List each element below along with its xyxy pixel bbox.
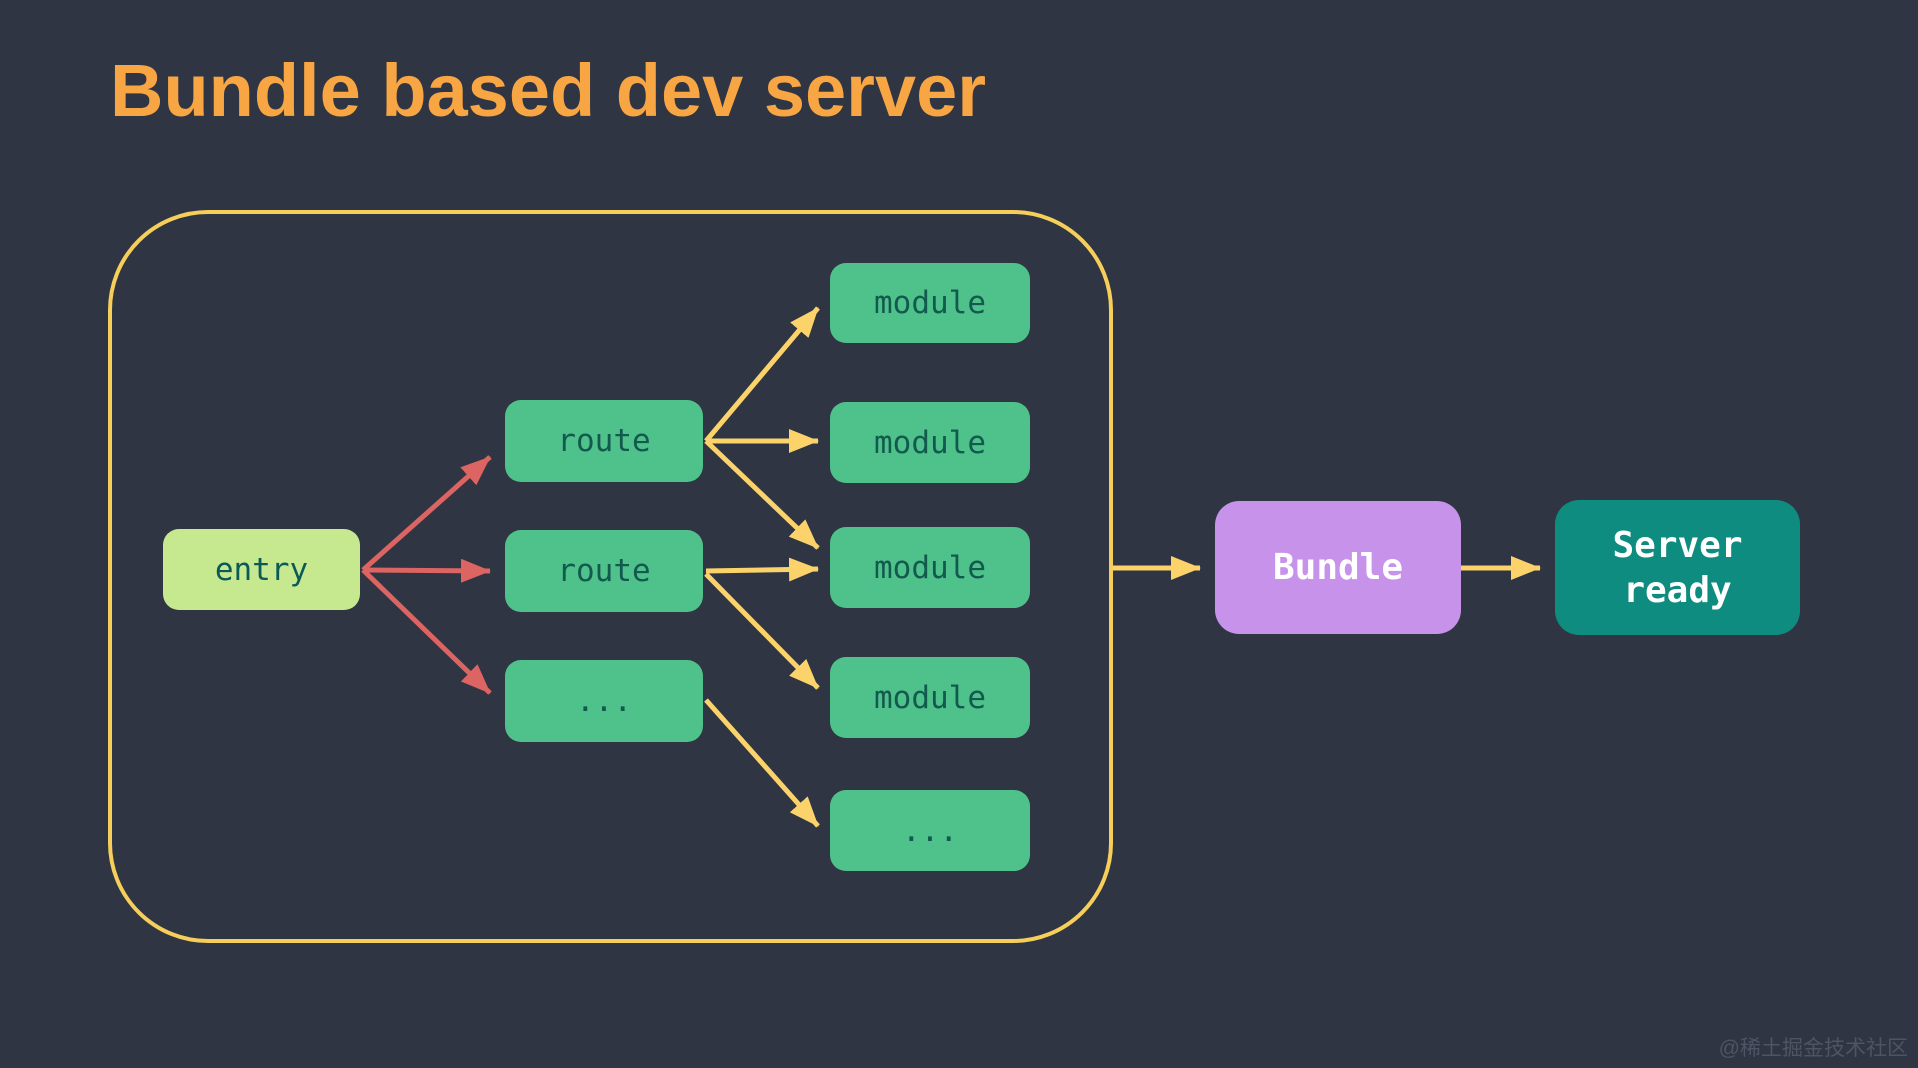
node-module-3: module bbox=[830, 527, 1030, 608]
node-bundle: Bundle bbox=[1215, 501, 1461, 634]
node-module-ellipsis: ... bbox=[830, 790, 1030, 871]
dev-server-boundary-box bbox=[108, 210, 1113, 943]
watermark: @稀土掘金技术社区 bbox=[1718, 1037, 1908, 1060]
node-route-ellipsis: ... bbox=[505, 660, 703, 742]
node-route-2: route bbox=[505, 530, 703, 612]
page-title: Bundle based dev server bbox=[110, 49, 987, 132]
node-entry: entry bbox=[163, 529, 360, 610]
node-module-1: module bbox=[830, 263, 1030, 343]
node-server-ready: Server ready bbox=[1555, 500, 1800, 635]
node-module-4: module bbox=[830, 657, 1030, 738]
node-module-2: module bbox=[830, 402, 1030, 483]
node-route-1: route bbox=[505, 400, 703, 482]
